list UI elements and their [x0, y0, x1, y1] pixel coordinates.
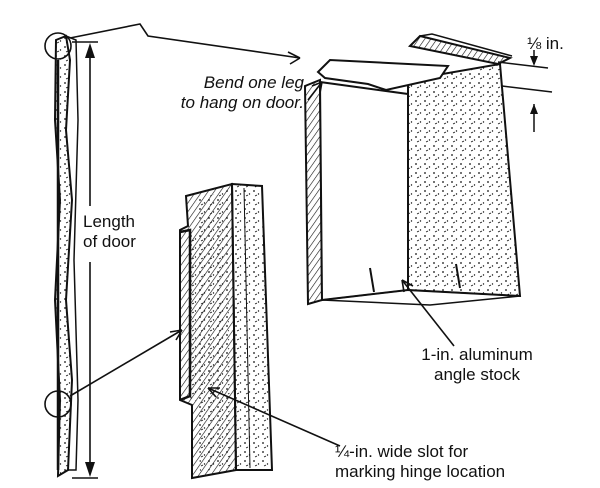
- slot-label-line2: marking hinge location: [335, 462, 506, 481]
- thickness-label: ⅛ in.: [527, 34, 564, 53]
- length-label-line1: Length: [83, 212, 135, 232]
- full-length-jig: [53, 34, 79, 478]
- bend-label-line1: Bend one leg: [203, 73, 304, 92]
- top-detail-circle: [44, 32, 72, 60]
- bottom-detail-leader: [69, 329, 183, 397]
- stock-label-line2: angle stock: [434, 365, 520, 384]
- slot-label-line1: ¼-in. wide slot for: [335, 442, 469, 461]
- aluminum-angle-stock: [303, 33, 522, 306]
- length-dimension: [72, 41, 98, 479]
- thickness-dimension: [497, 50, 553, 132]
- bend-label-line2: to hang on door.: [180, 93, 304, 112]
- slot-leader: [207, 387, 341, 447]
- bottom-detail-circle: [44, 390, 72, 418]
- stock-label-line1: 1-in. aluminum: [421, 345, 533, 364]
- top-detail-leader: [69, 23, 301, 65]
- stock-leader: [401, 279, 455, 347]
- bend-leader: [307, 81, 323, 101]
- length-label-line2: of door: [83, 232, 136, 252]
- jig-section-closeup: [179, 182, 274, 480]
